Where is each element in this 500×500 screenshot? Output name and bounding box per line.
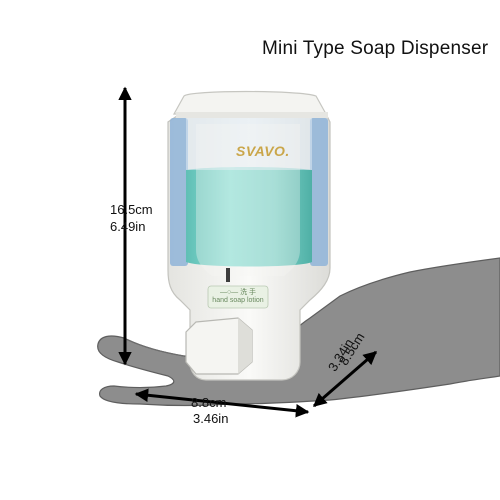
height-cm: 16.5cm [110,202,153,217]
window-label-top: —○— 洗 手 [219,289,257,296]
front-panel [196,124,300,276]
depth-arrow [312,350,378,408]
width-cm: 8.8cm [191,395,227,410]
soap-tank [186,167,312,267]
window-label-bottom: hand soap lotion [212,297,264,304]
width-arrow [134,388,310,418]
level-slot [226,268,230,282]
right-window [310,118,328,266]
width-in: 3.46in [193,411,229,426]
brand-logo-text: SVAVO. [236,143,290,159]
height-in: 6.49in [110,219,146,234]
left-window [170,118,188,266]
window-label: —○— 洗 手 hand soap lotion [210,289,266,305]
dispenser-cap [172,90,328,115]
page-title: Mini Type Soap Dispenser [262,38,489,59]
label-window [207,285,269,309]
